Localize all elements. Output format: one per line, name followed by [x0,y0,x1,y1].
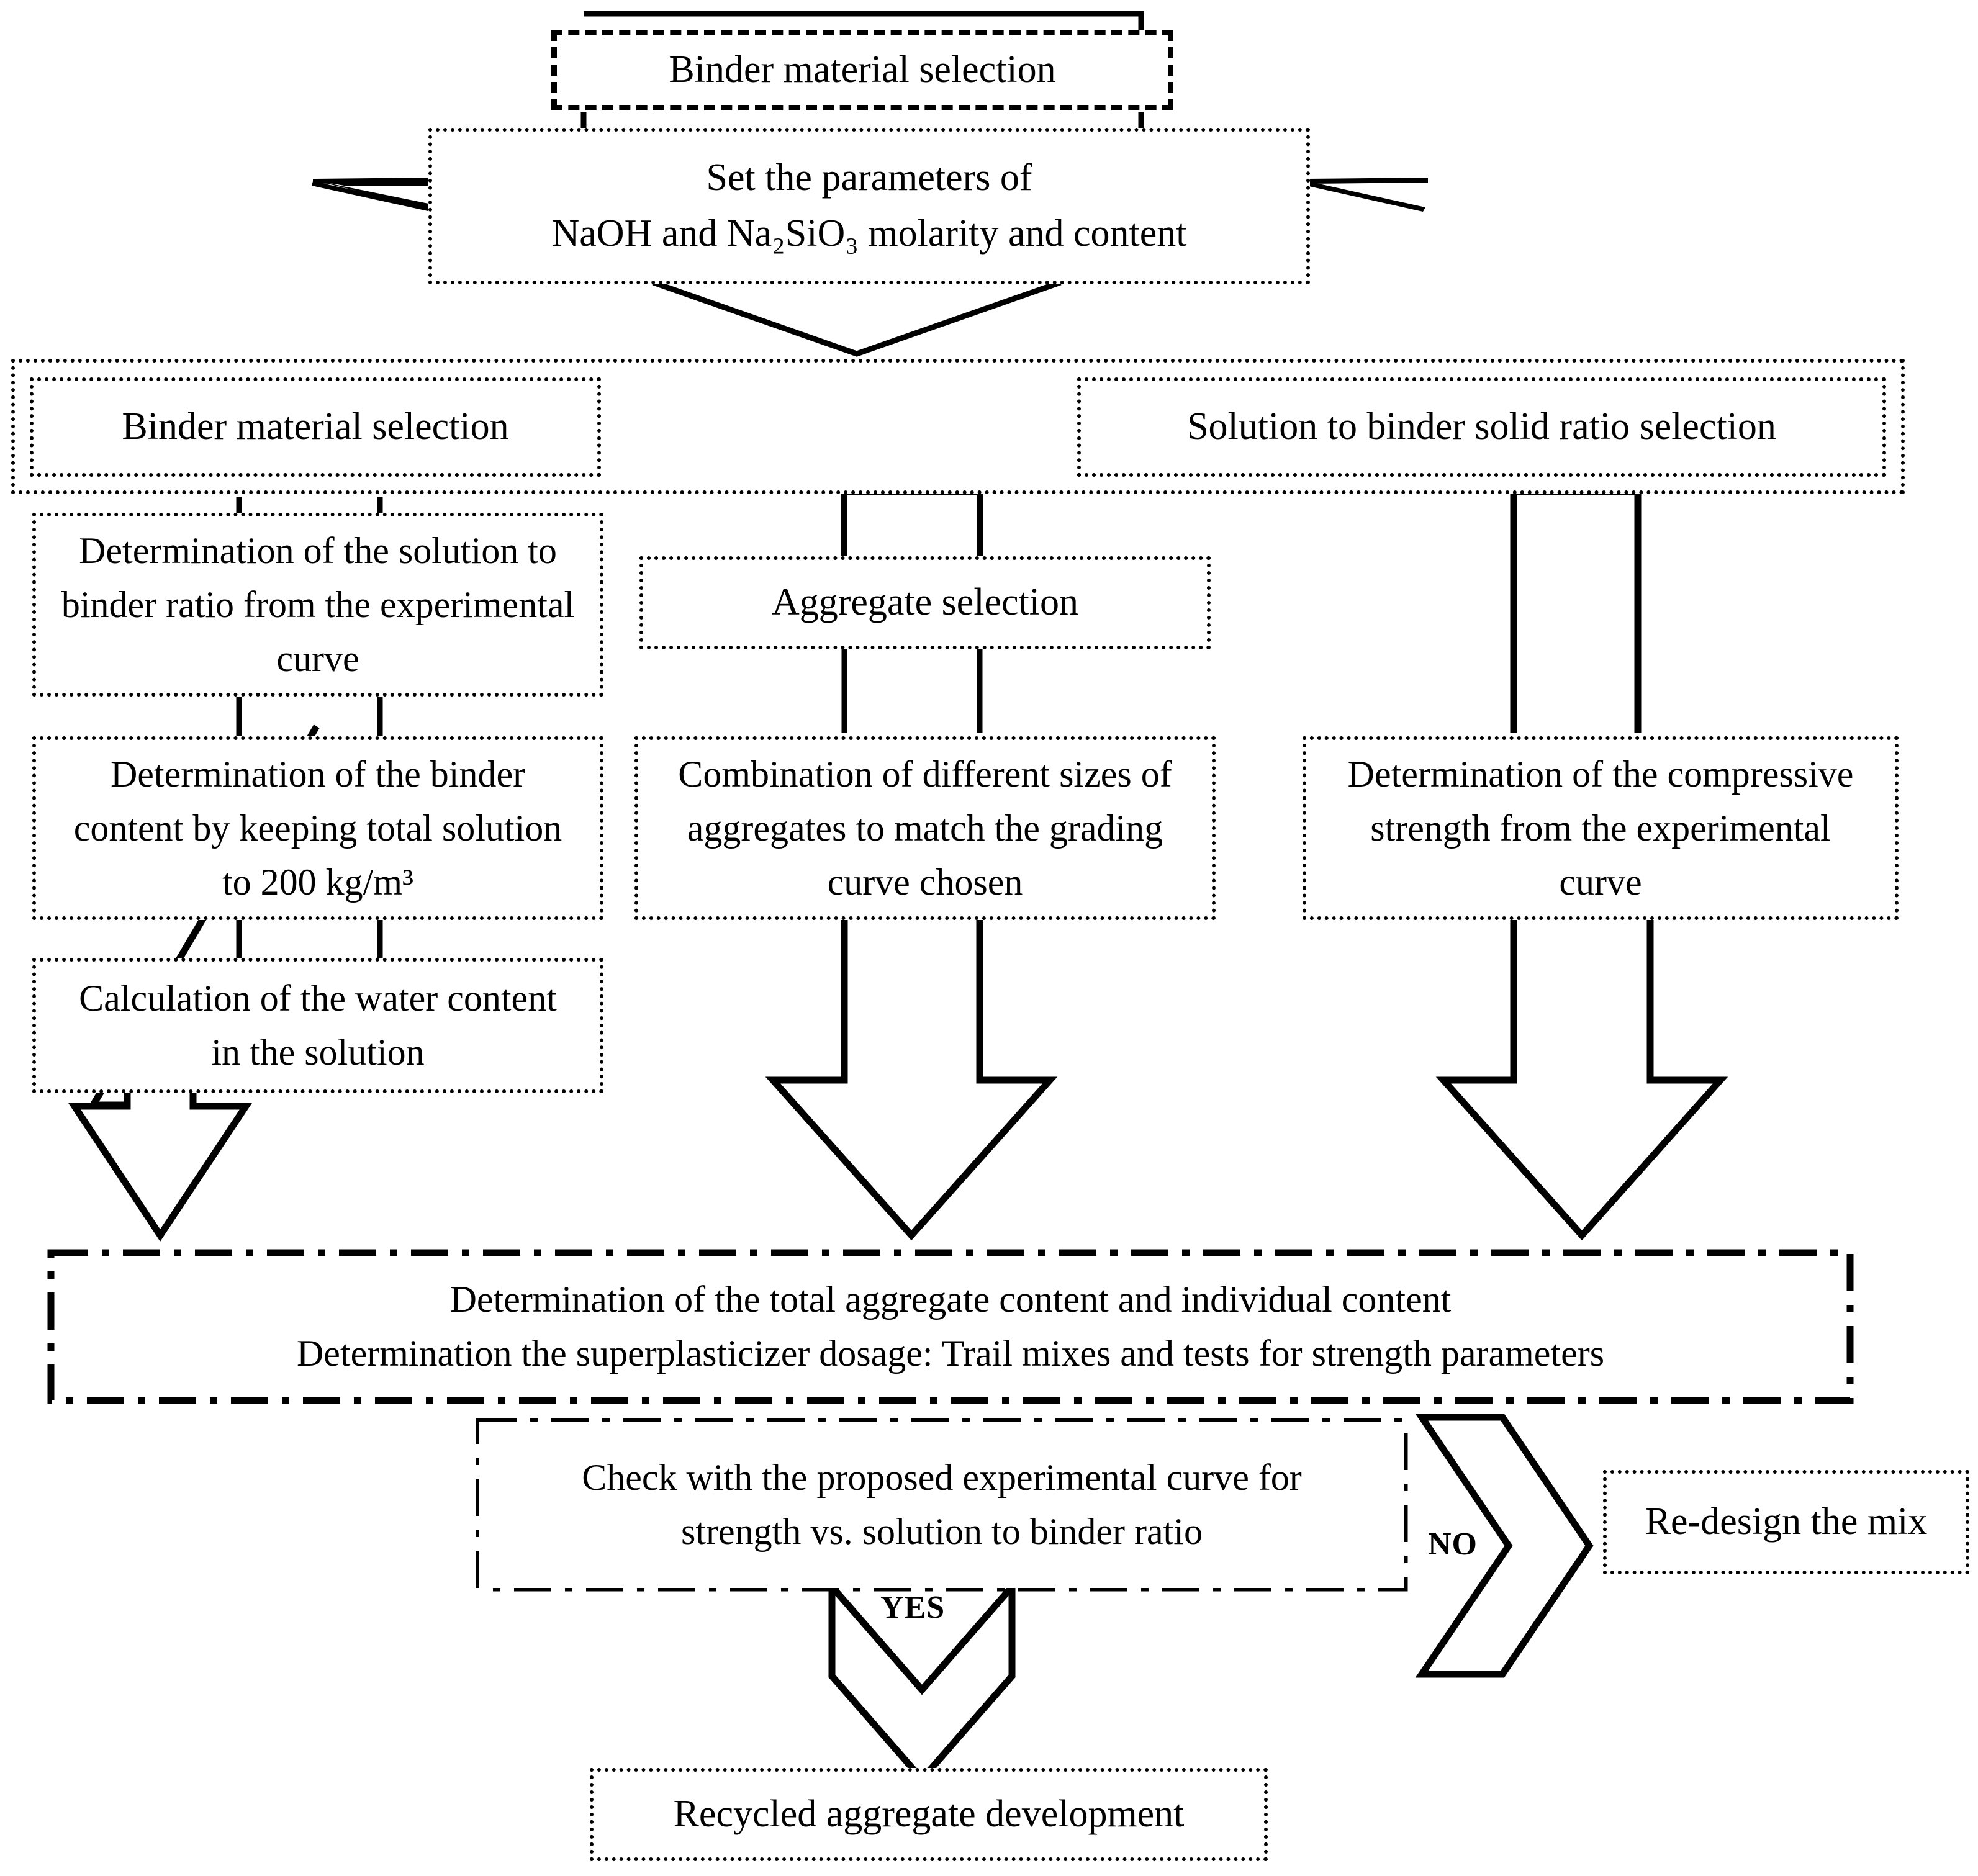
node-label: Binder material selection [669,48,1056,91]
node-label: Solution to binder solid ratio selection [1187,405,1776,448]
set-parameters-line-2: NaOH and Na₂SiO₃ molarity and content [551,212,1187,255]
set-params-down-arrow [652,279,1062,357]
check-curve-line-1: Check with the proposed experimental cur… [582,1457,1302,1498]
node-label: Re-design the mix [1645,1500,1928,1543]
label-yes: YES [880,1590,946,1625]
total-aggregate-line-1: Determination of the total aggregate con… [449,1279,1452,1320]
check-curve-line-2: strength vs. solution to binder ratio [681,1511,1203,1552]
node-calc-water-content[interactable]: Calculation of the water content in the … [32,958,603,1093]
set-parameters-line-1: Set the parameters of [706,156,1032,199]
aggregate-top-bracket [841,489,983,559]
node-determine-solution-binder-ratio[interactable]: Determination of the solution to binder … [32,513,603,697]
node-set-parameters[interactable]: Set the parameters of NaOH and Na₂SiO₃ m… [428,128,1310,284]
node-determine-compressive-strength[interactable]: Determination of the compressive strengt… [1303,736,1899,920]
node-solution-binder-solid-ratio[interactable]: Solution to binder solid ratio selection [1077,377,1886,477]
node-label: Determination of the compressive strengt… [1347,753,1854,903]
node-binder-material-selection-2[interactable]: Binder material selection [30,377,601,477]
label-no: NO [1428,1527,1478,1562]
node-aggregate-selection[interactable]: Aggregate selection [639,556,1211,649]
aggregate-to-combination [841,649,983,733]
down-block-arrow-left-path [68,1085,253,1242]
node-total-aggregate-content[interactable]: Determination of the total aggregate con… [51,1253,1850,1400]
node-label: Recycled aggregate development [673,1793,1185,1836]
node-label: Binder material selection [122,405,509,448]
node-combination-of-sizes[interactable]: Combination of different sizes of aggreg… [634,736,1216,920]
total-aggregate-line-2: Determination the superplasticizer dosag… [296,1333,1605,1374]
node-recycled-aggregate-development[interactable]: Recycled aggregate development [590,1768,1268,1861]
down-block-arrow-middle [765,919,1058,1241]
node-label: Determination of the solution to binder … [61,530,575,679]
left-side-arrow [312,178,435,212]
node-label: Combination of different sizes of aggreg… [678,753,1172,903]
node-binder-material-selection-top[interactable]: Binder material selection [551,30,1173,110]
node-label: Determination of the binder content by k… [73,753,562,903]
node-check-experimental-curve[interactable]: Check with the proposed experimental cur… [479,1422,1404,1588]
right-side-arrow [1306,178,1428,212]
node-label: Aggregate selection [771,581,1079,624]
down-block-arrow-right [1435,919,1728,1241]
node-redesign-the-mix[interactable]: Re-design the mix [1603,1470,1969,1574]
node-label: Calculation of the water content in the … [79,978,557,1073]
node-determine-binder-content[interactable]: Determination of the binder content by k… [32,736,603,920]
down-block-arrow-left [93,1085,227,1233]
solution-to-strength [1510,488,1642,733]
